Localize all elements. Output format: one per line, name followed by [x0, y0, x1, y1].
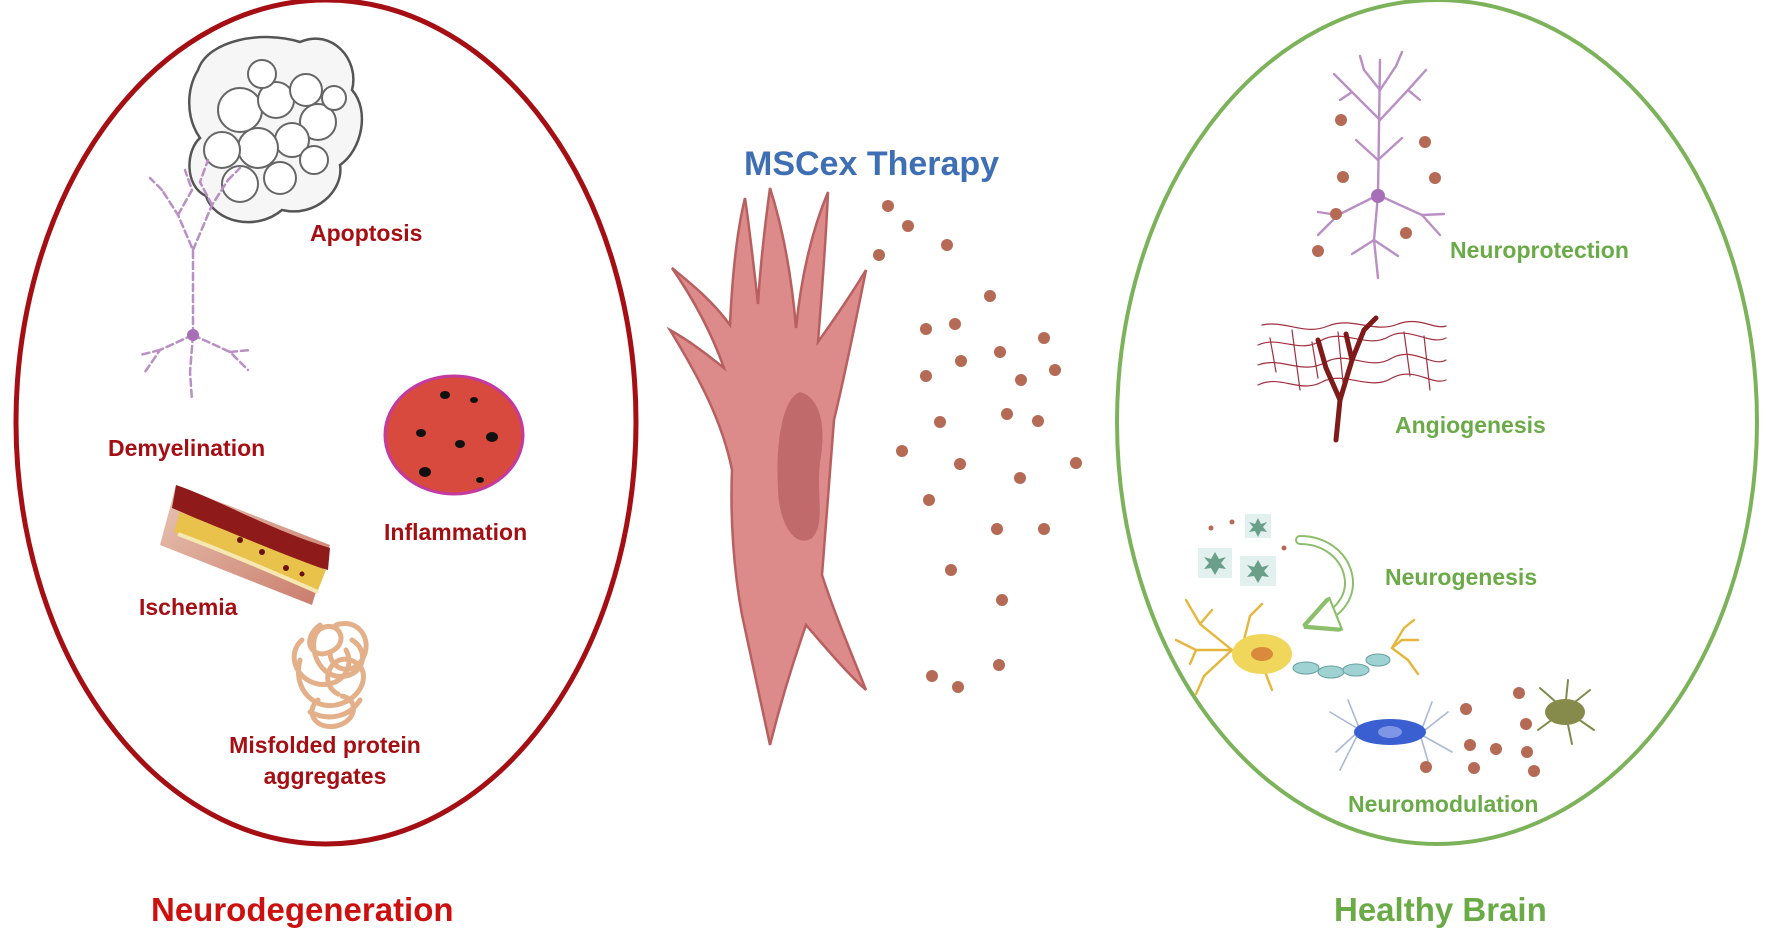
exosome-icon: [873, 114, 1540, 777]
title-healthy-brain: Healthy Brain: [1334, 891, 1547, 928]
label-neurogenesis: Neurogenesis: [1385, 564, 1538, 590]
mesenchymal-stem-cell-icon: [666, 187, 868, 746]
label-apoptosis: Apoptosis: [310, 220, 423, 246]
label-inflammation: Inflammation: [384, 519, 528, 545]
inflamed-cell-icon: [383, 374, 525, 496]
glial-cell-icon: [1329, 679, 1595, 771]
healthy-neuron-icon: [1316, 50, 1446, 280]
title-neurodegeneration: Neurodegeneration: [151, 891, 454, 928]
degenerating-neuron-icon: [138, 158, 252, 402]
label-ischemia: Ischemia: [139, 594, 238, 620]
label-angiogenesis: Angiogenesis: [1395, 412, 1546, 438]
differentiation-arrow-fill: [1297, 537, 1352, 620]
label-demyelination: Demyelination: [108, 435, 266, 461]
label-neuroprotection: Neuroprotection: [1450, 237, 1629, 263]
degenerating-neuron-soma: [187, 329, 199, 341]
label-misfolded-line2: aggregates: [263, 763, 387, 790]
healthy-neuron-soma: [1371, 189, 1385, 203]
vessel-network-icon: [1257, 315, 1447, 443]
mature-neuron-icon: [1174, 598, 1420, 696]
protein-tangle-icon: [291, 621, 369, 730]
healthy-brain-ellipse: [1115, 0, 1759, 846]
blocked-artery-icon: [160, 485, 330, 605]
neural-progenitor-icon: [1198, 514, 1287, 586]
title-mscex-therapy: MSCex Therapy: [744, 145, 1000, 183]
label-misfolded-protein-aggregates: Misfolded protein aggregates: [205, 732, 445, 790]
apoptotic-cell-icon: [188, 35, 364, 224]
neurodegeneration-ellipse: [13, 0, 639, 847]
label-misfolded-line1: Misfolded protein: [229, 732, 421, 758]
exosome-dots: [873, 114, 1540, 777]
label-neuromodulation: Neuromodulation: [1348, 791, 1539, 817]
